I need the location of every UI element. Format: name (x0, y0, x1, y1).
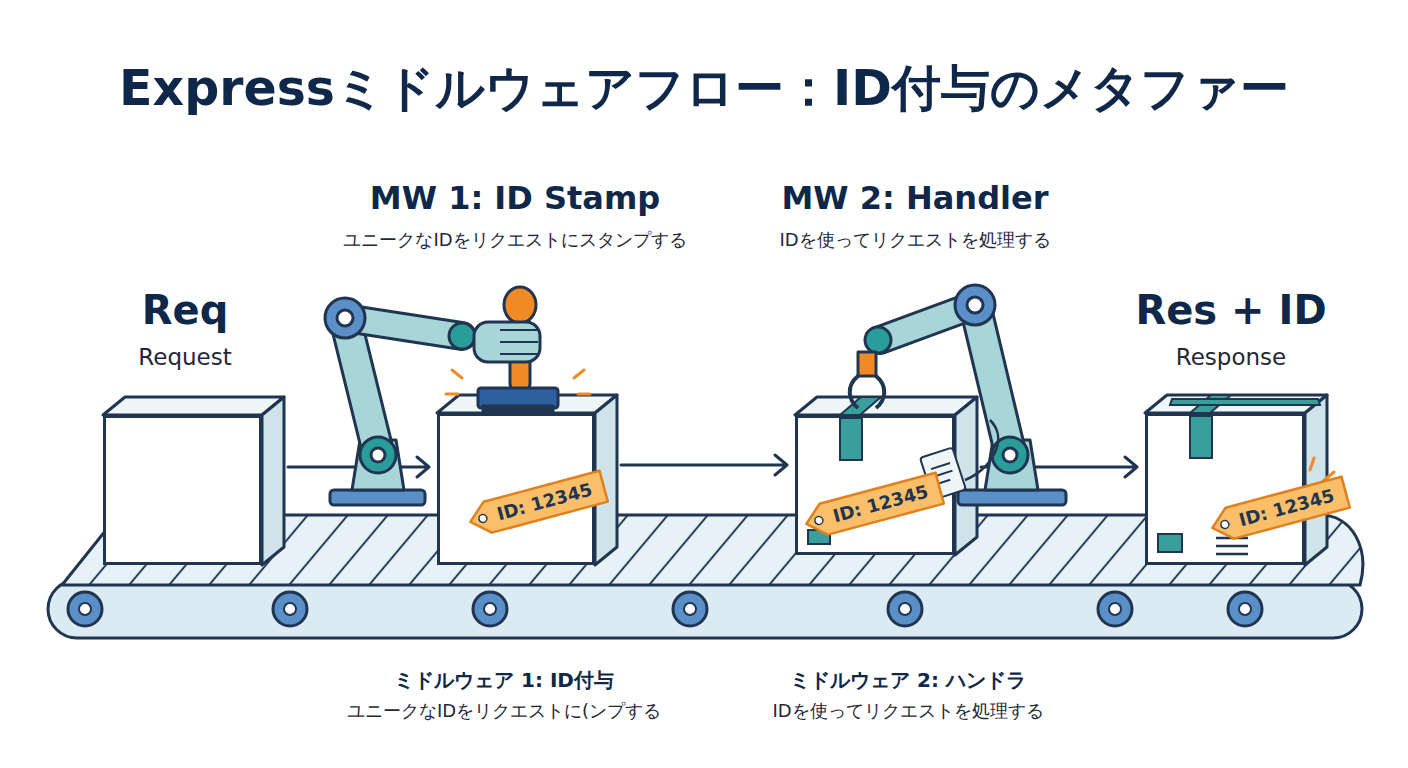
id-tag: ID: 12345 (466, 471, 608, 538)
package-box: ReqRequest (103, 415, 262, 565)
flow-arrow (621, 455, 787, 475)
bottom-description: IDを使ってリクエストを処理する (772, 700, 1043, 722)
box-tape (840, 395, 1320, 415)
stage-description: Request (138, 344, 231, 372)
stage-description: ユニークなIDをリクエストにスタンプする (343, 229, 686, 251)
package-box: MW 2: HandlerIDを使ってリクエストを処理するID: 12345 (795, 415, 955, 555)
package-box: Res + IDResponseID: 12345 (1145, 413, 1305, 565)
id-tag-text: ID: 12345 (495, 479, 595, 525)
conveyor-rail (48, 580, 1362, 638)
package-box: MW 1: ID StampユニークなIDをリクエストにスタンプするID: 12… (437, 413, 595, 565)
bottom-heading: ミドルウェア 1: ID付与 (394, 668, 614, 692)
bottom-heading: ミドルウェア 2: ハンドラ (790, 668, 1026, 692)
stage-heading: MW 1: ID Stamp (370, 179, 660, 217)
id-tag: ID: 12345 (802, 473, 944, 540)
stage-description: IDを使ってリクエストを処理する (779, 229, 1050, 251)
tag-text-holder: ID: 12345 (466, 471, 607, 537)
stage-heading: Req (142, 286, 229, 334)
diagram-title: Expressミドルウェアフロー：ID付与のメタファー (0, 60, 1408, 119)
box-faces (103, 395, 1327, 565)
tag-text-holder: ID: 12345 (802, 473, 943, 539)
stage-description: Response (1176, 344, 1286, 372)
conveyor-rollers (68, 592, 1262, 626)
stage-heading: Res + ID (1135, 286, 1326, 334)
box-details (1148, 416, 1302, 562)
stage-heading: MW 2: Handler (782, 179, 1049, 217)
id-tag-text: ID: 12345 (831, 481, 931, 527)
bottom-description: ユニークなIDをリクエストに(ンプする (347, 700, 661, 722)
